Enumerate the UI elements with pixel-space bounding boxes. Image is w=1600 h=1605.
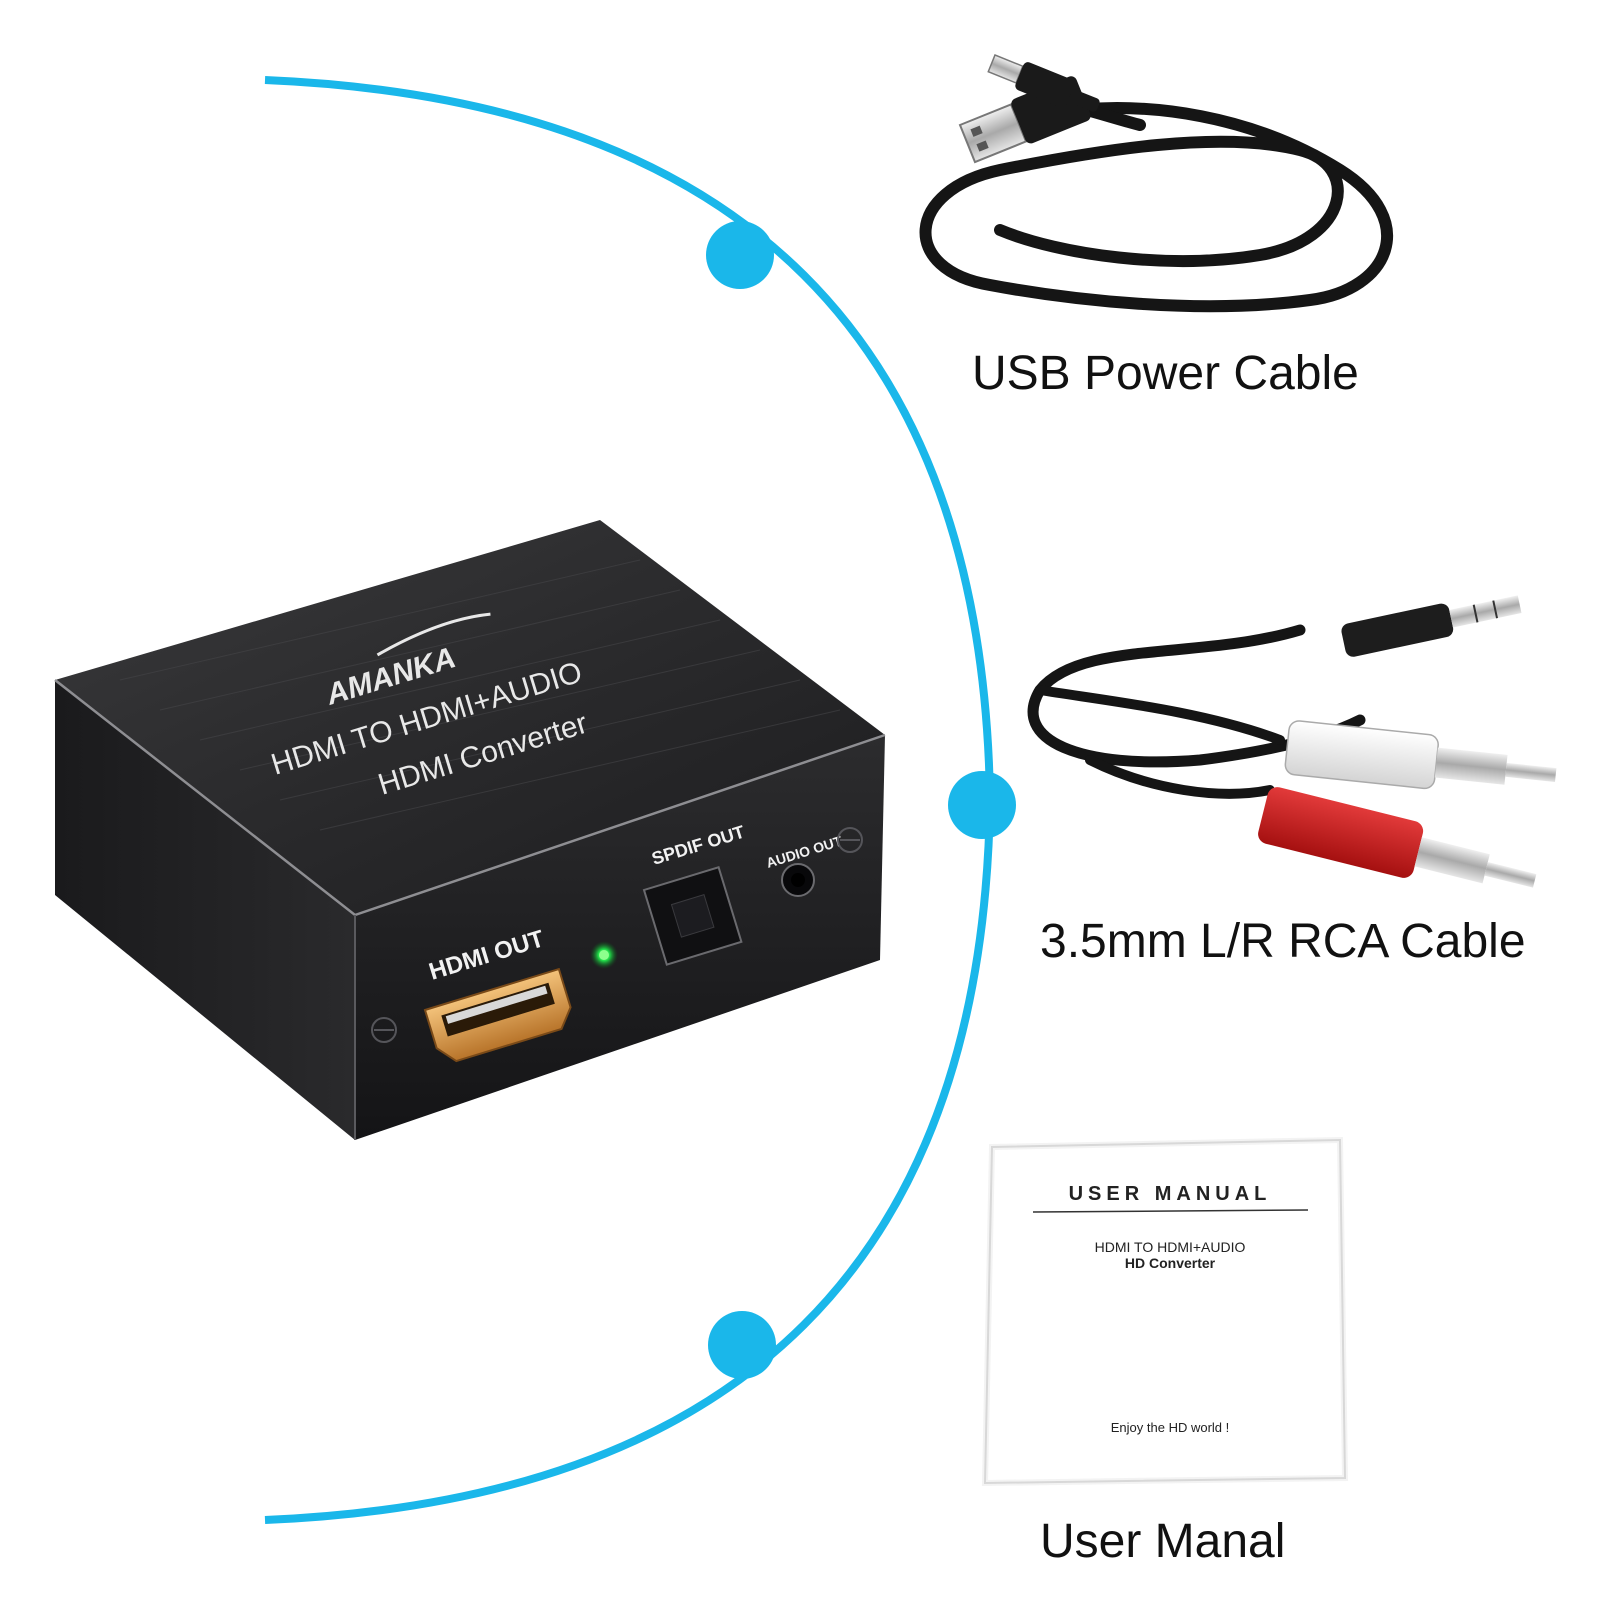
rca-red-plug-icon — [1258, 787, 1537, 888]
aux-plug-icon — [1341, 595, 1522, 657]
rca-cable-coil — [1027, 624, 1366, 768]
manual-footer: Enjoy the HD world ! — [1111, 1420, 1230, 1435]
device-brushed-texture — [119, 559, 841, 831]
usb-cable-coil — [919, 102, 1393, 313]
usb-power-cable — [919, 54, 1393, 313]
arc-dot-middle — [948, 771, 1016, 839]
rca-audio-cable — [1027, 595, 1557, 888]
arc-dot-bottom — [708, 1311, 776, 1379]
audio-out-port-hole — [791, 873, 805, 887]
spdif-out-port[interactable] — [642, 865, 743, 966]
device-side-face — [55, 680, 355, 1140]
micro-usb-plug-icon — [987, 54, 1100, 112]
user-manual-caption: User Manal — [1040, 1515, 1286, 1568]
rca-cable-caption: 3.5mm L/R RCA Cable — [1040, 915, 1526, 968]
device-top-face — [55, 520, 885, 915]
brand-swoosh-icon — [376, 612, 491, 657]
user-manual-booklet: USER MANUAL HDMI TO HDMI+AUDIO HD Conver… — [981, 1136, 1349, 1487]
hdmi-out-port[interactable] — [423, 967, 576, 1065]
usb-cable-caption: USB Power Cable — [972, 347, 1359, 400]
arc-dot-top — [706, 221, 774, 289]
screw-icon-left — [371, 1017, 397, 1043]
rca-white-plug-icon — [1284, 720, 1557, 790]
manual-heading: USER MANUAL — [1069, 1183, 1272, 1205]
status-led-core — [599, 950, 609, 960]
manual-divider — [1032, 1209, 1309, 1213]
hdmi-converter-device: AMANKA HDMI TO HDMI+AUDIO HDMI Converter… — [54, 520, 886, 1140]
decorative-arc — [264, 76, 1016, 1524]
manual-title-line2: HD Converter — [1125, 1255, 1216, 1271]
manual-title-line1: HDMI TO HDMI+AUDIO — [1095, 1239, 1246, 1255]
screw-icon-right — [837, 827, 863, 853]
